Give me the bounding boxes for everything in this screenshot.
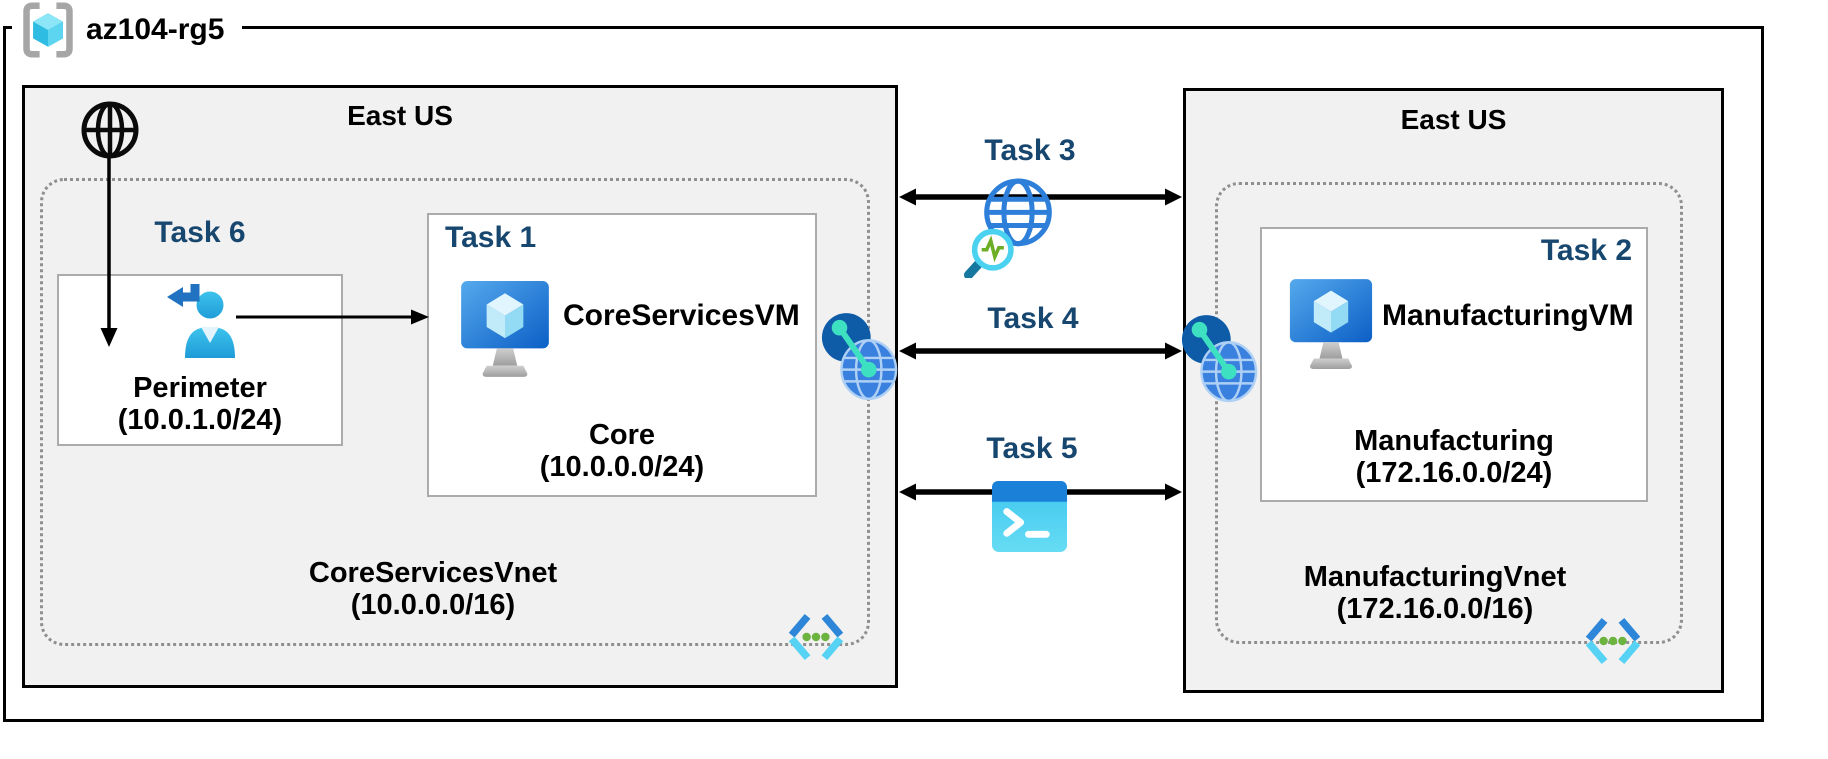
task6-label: Task 6	[154, 216, 246, 249]
arrow-task4	[898, 339, 1183, 363]
vm-icon-coreservices	[459, 279, 551, 381]
manufacturing-vnet-name: ManufacturingVnet	[1303, 561, 1567, 593]
arrow-internet-to-perimeter	[97, 158, 121, 348]
task4-label: Task 4	[987, 302, 1079, 335]
manufacturing-vnet-cidr: (172.16.0.0/16)	[1336, 593, 1534, 625]
vnet-peering-icon-right	[1180, 313, 1258, 403]
resource-group-name: az104-rg5	[86, 13, 225, 46]
task2-label: Task 2	[1540, 234, 1632, 267]
perimeter-subnet-name: Perimeter	[133, 372, 267, 404]
vm-icon-manufacturing	[1288, 277, 1374, 373]
resource-group-border	[3, 26, 1764, 722]
task1-label: Task 1	[445, 221, 537, 254]
resource-group-icon	[20, 2, 76, 58]
region-title-left: East US	[347, 100, 453, 131]
core-subnet-cidr: (10.0.0.0/24)	[539, 451, 705, 483]
coreservices-vnet-name: CoreServicesVnet	[308, 557, 558, 589]
cloud-shell-icon	[991, 478, 1068, 555]
vnet-box-coreservices	[40, 178, 870, 646]
vnet-icon-right	[1583, 616, 1643, 666]
task5-label: Task 5	[986, 432, 1078, 465]
guest-user-icon	[166, 282, 238, 360]
coreservices-vnet-cidr: (10.0.0.0/16)	[350, 589, 516, 621]
manufacturing-vm-name: ManufacturingVM	[1382, 299, 1634, 332]
vnet-peering-icon-left	[820, 311, 898, 401]
region-title-right: East US	[1400, 104, 1507, 135]
resource-group-header: az104-rg5	[12, 0, 243, 60]
network-watcher-icon	[963, 172, 1069, 278]
manufacturing-subnet-box: Task 2 ManufacturingVM Man	[1260, 227, 1648, 502]
task3-label: Task 3	[984, 134, 1076, 167]
arrow-perimeter-to-core	[236, 305, 430, 329]
core-subnet-box: Task 1 CoreServicesVM Core	[427, 213, 817, 497]
internet-icon	[80, 99, 140, 161]
vnet-box-manufacturing	[1215, 182, 1683, 644]
manufacturing-subnet-cidr: (172.16.0.0/24)	[1355, 457, 1553, 489]
perimeter-subnet-cidr: (10.0.1.0/24)	[117, 404, 283, 436]
core-subnet-name: Core	[588, 419, 656, 451]
manufacturing-subnet-name: Manufacturing	[1354, 425, 1554, 457]
vnet-icon-left	[786, 612, 846, 662]
core-vm-name: CoreServicesVM	[563, 299, 800, 332]
perimeter-subnet-box: Perimeter (10.0.1.0/24)	[57, 274, 343, 446]
